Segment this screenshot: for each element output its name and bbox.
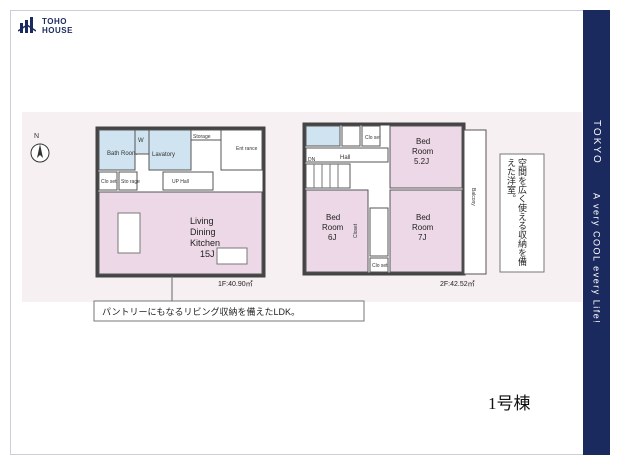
f1-ldk-size: 15J — [200, 249, 215, 259]
room-callout — [499, 153, 545, 273]
f1-ldk-line2: Dining — [190, 227, 216, 237]
toho-house-icon — [18, 17, 36, 33]
side-text: TOKYO A very COOL every Life! — [583, 10, 610, 455]
floor2-plan: Balcony Clo set Hall DN Bed Room 5.2J — [302, 122, 487, 288]
f1-clo: Clo set — [101, 179, 117, 185]
f2-bed1-size: 5.2J — [414, 157, 429, 166]
f1-ldk-line1: Living — [190, 216, 214, 226]
f2-bed3-line2: Room — [412, 223, 434, 232]
f1-storage: Storage — [193, 134, 211, 140]
f1-wc: W — [138, 138, 144, 144]
f2-dn: DN — [308, 157, 316, 163]
f2-area: 2F:42.52㎡ — [440, 280, 475, 288]
f2-clo-bottom: Clo set — [372, 263, 388, 269]
ldk-note: パントリーにもなるリビング収納を備えたLDK。 — [102, 306, 300, 317]
side-city: TOKYO — [591, 120, 602, 165]
f1-sto: Sto rage — [121, 179, 140, 185]
side-band — [583, 10, 610, 455]
f2-bed3-size: 7J — [418, 233, 426, 242]
floor-plan: N Bath Room W Lavatory Storage Ent rance… — [22, 108, 582, 338]
f2-bed2-size: 6J — [328, 233, 336, 242]
compass-icon: N — [30, 133, 50, 163]
f1-lavatory: Lavatory — [152, 152, 175, 158]
brand-line2: HOUSE — [42, 26, 73, 35]
f1-bath: Bath Room — [107, 151, 137, 157]
brand-line1: TOHO — [42, 17, 67, 26]
floor1-plan: Bath Room W Lavatory Storage Ent rance C… — [95, 126, 266, 288]
room-note: 空間を広く使える収納を備えた洋室。 — [505, 158, 526, 266]
floor-plan-drawing: N Bath Room W Lavatory Storage Ent rance… — [22, 112, 582, 322]
f2-bed1-line1: Bed — [416, 137, 430, 146]
f1-hall: UP Hall — [172, 179, 189, 185]
f1-entrance: Ent rance — [236, 146, 258, 152]
f2-clo-top: Clo set — [365, 135, 381, 141]
compass-label: N — [34, 133, 39, 140]
f2-hall: Hall — [340, 155, 350, 161]
stairs-icon — [305, 163, 351, 189]
f2-balcony: Balcony — [470, 188, 476, 206]
f1-area: 1F:40.90㎡ — [218, 280, 253, 288]
ldk-callout: パントリーにもなるリビング収納を備えたLDK。 — [93, 276, 365, 322]
f2-bed2-line1: Bed — [326, 213, 340, 222]
side-slogan: A very COOL every Life! — [591, 192, 602, 325]
f2-closet: Closet — [353, 223, 359, 238]
f2-bed1-line2: Room — [412, 147, 434, 156]
f1-ldk-line3: Kitchen — [190, 238, 220, 248]
building-number: 1号棟 — [488, 394, 531, 413]
f2-bed2-line2: Room — [322, 223, 344, 232]
f2-bed3-line1: Bed — [416, 213, 430, 222]
brand-logo: TOHO HOUSE — [18, 17, 73, 35]
